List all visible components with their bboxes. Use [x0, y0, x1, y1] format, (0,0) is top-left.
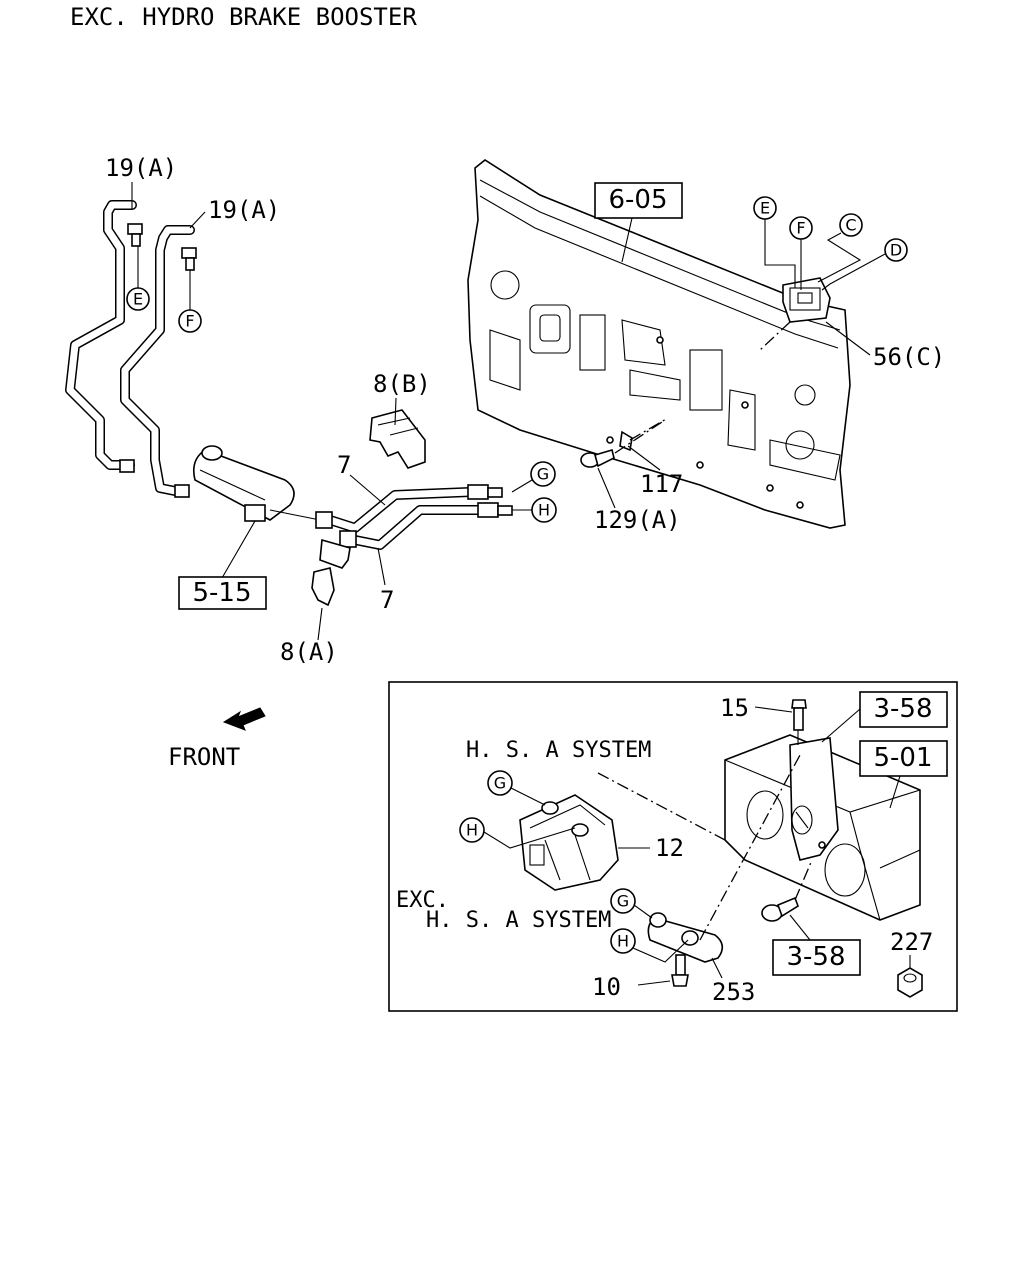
- ref-box-6-05: [594, 182, 683, 219]
- bolt-lower: [761, 896, 799, 922]
- marker-e-top-label: E: [760, 199, 770, 218]
- marker-h-exc-label: H: [617, 932, 629, 951]
- washer-117: [619, 430, 633, 452]
- callout-8b: 8(B): [373, 370, 431, 398]
- marker-g-exc-circle: [610, 888, 636, 914]
- marker-e-circle: [126, 287, 150, 311]
- ref-box-3-58-bottom: [772, 939, 861, 976]
- marker-h-inset-label: H: [466, 821, 478, 840]
- marker-g-inset-circle: [487, 770, 513, 796]
- ref-box-6-05-label: 6-05: [608, 185, 667, 215]
- marker-f-label: F: [185, 312, 194, 331]
- ref-box-5-01: [859, 740, 948, 777]
- joint-253: [647, 912, 724, 963]
- callout-227: 227: [890, 928, 933, 956]
- ref-box-3-58-bottom-label: 3-58: [786, 942, 845, 972]
- marker-g-label: G: [537, 465, 549, 484]
- exc-label: EXC.: [396, 888, 449, 913]
- bolt-10: [671, 954, 689, 987]
- brake-pipe-7: [315, 484, 513, 550]
- callout-56c: 56(C): [873, 343, 945, 371]
- hsa-system-label: H. S. A SYSTEM: [466, 738, 651, 763]
- front-label: FRONT: [168, 743, 240, 771]
- callout-19a-right: 19(A): [208, 196, 280, 224]
- brake-pipe-19a-right: [120, 225, 197, 498]
- marker-h-circle: [531, 497, 557, 523]
- clip-8b: [369, 409, 426, 469]
- marker-c-label: C: [845, 216, 856, 235]
- ref-box-3-58-top-label: 3-58: [873, 694, 932, 724]
- marker-h-inset-circle: [459, 817, 485, 843]
- marker-f-top-label: F: [796, 219, 805, 238]
- nut-227: [897, 967, 923, 998]
- marker-f-circle: [178, 309, 202, 333]
- front-arrow-icon: [222, 707, 266, 731]
- clip-8a: [311, 538, 351, 607]
- callout-117: 117: [640, 470, 683, 498]
- callout-7-bottom: 7: [380, 586, 394, 614]
- callout-10: 10: [592, 973, 621, 1001]
- ref-box-5-15: [178, 576, 267, 610]
- hose-bracket-5-15: [192, 445, 321, 522]
- bracket-3-58: [789, 737, 839, 861]
- diagram-title: EXC. HYDRO BRAKE BOOSTER: [70, 3, 417, 31]
- dash-panel: [467, 159, 851, 529]
- marker-e-label: E: [133, 290, 143, 309]
- ref-box-5-15-label: 5-15: [192, 578, 251, 608]
- ref-box-5-01-label: 5-01: [873, 743, 932, 773]
- bolt-15: [791, 699, 807, 731]
- exc-hsa-system-label: H. S. A SYSTEM: [426, 908, 611, 933]
- marker-d-circle: [884, 238, 908, 262]
- marker-d-label: D: [890, 241, 902, 260]
- bolt-129a: [580, 448, 615, 468]
- marker-c-circle: [839, 213, 863, 237]
- detail-inset-frame: [388, 681, 958, 1012]
- marker-g-inset-label: G: [494, 774, 506, 793]
- ref-box-3-58-top: [859, 691, 948, 728]
- connector-56c: [782, 277, 831, 323]
- callout-12: 12: [655, 834, 684, 862]
- marker-h-label: H: [538, 501, 550, 520]
- marker-g-circle: [530, 461, 556, 487]
- callout-253: 253: [712, 978, 755, 1006]
- hsa-valve-12: [519, 794, 619, 891]
- brake-pipe-19a-left: [65, 200, 143, 473]
- marker-h-exc-circle: [610, 928, 636, 954]
- marker-g-exc-label: G: [617, 892, 629, 911]
- callout-8a: 8(A): [280, 638, 338, 666]
- callout-15: 15: [720, 694, 749, 722]
- callout-7-top: 7: [337, 451, 351, 479]
- callout-129a: 129(A): [594, 506, 681, 534]
- callout-19a-left: 19(A): [105, 154, 177, 182]
